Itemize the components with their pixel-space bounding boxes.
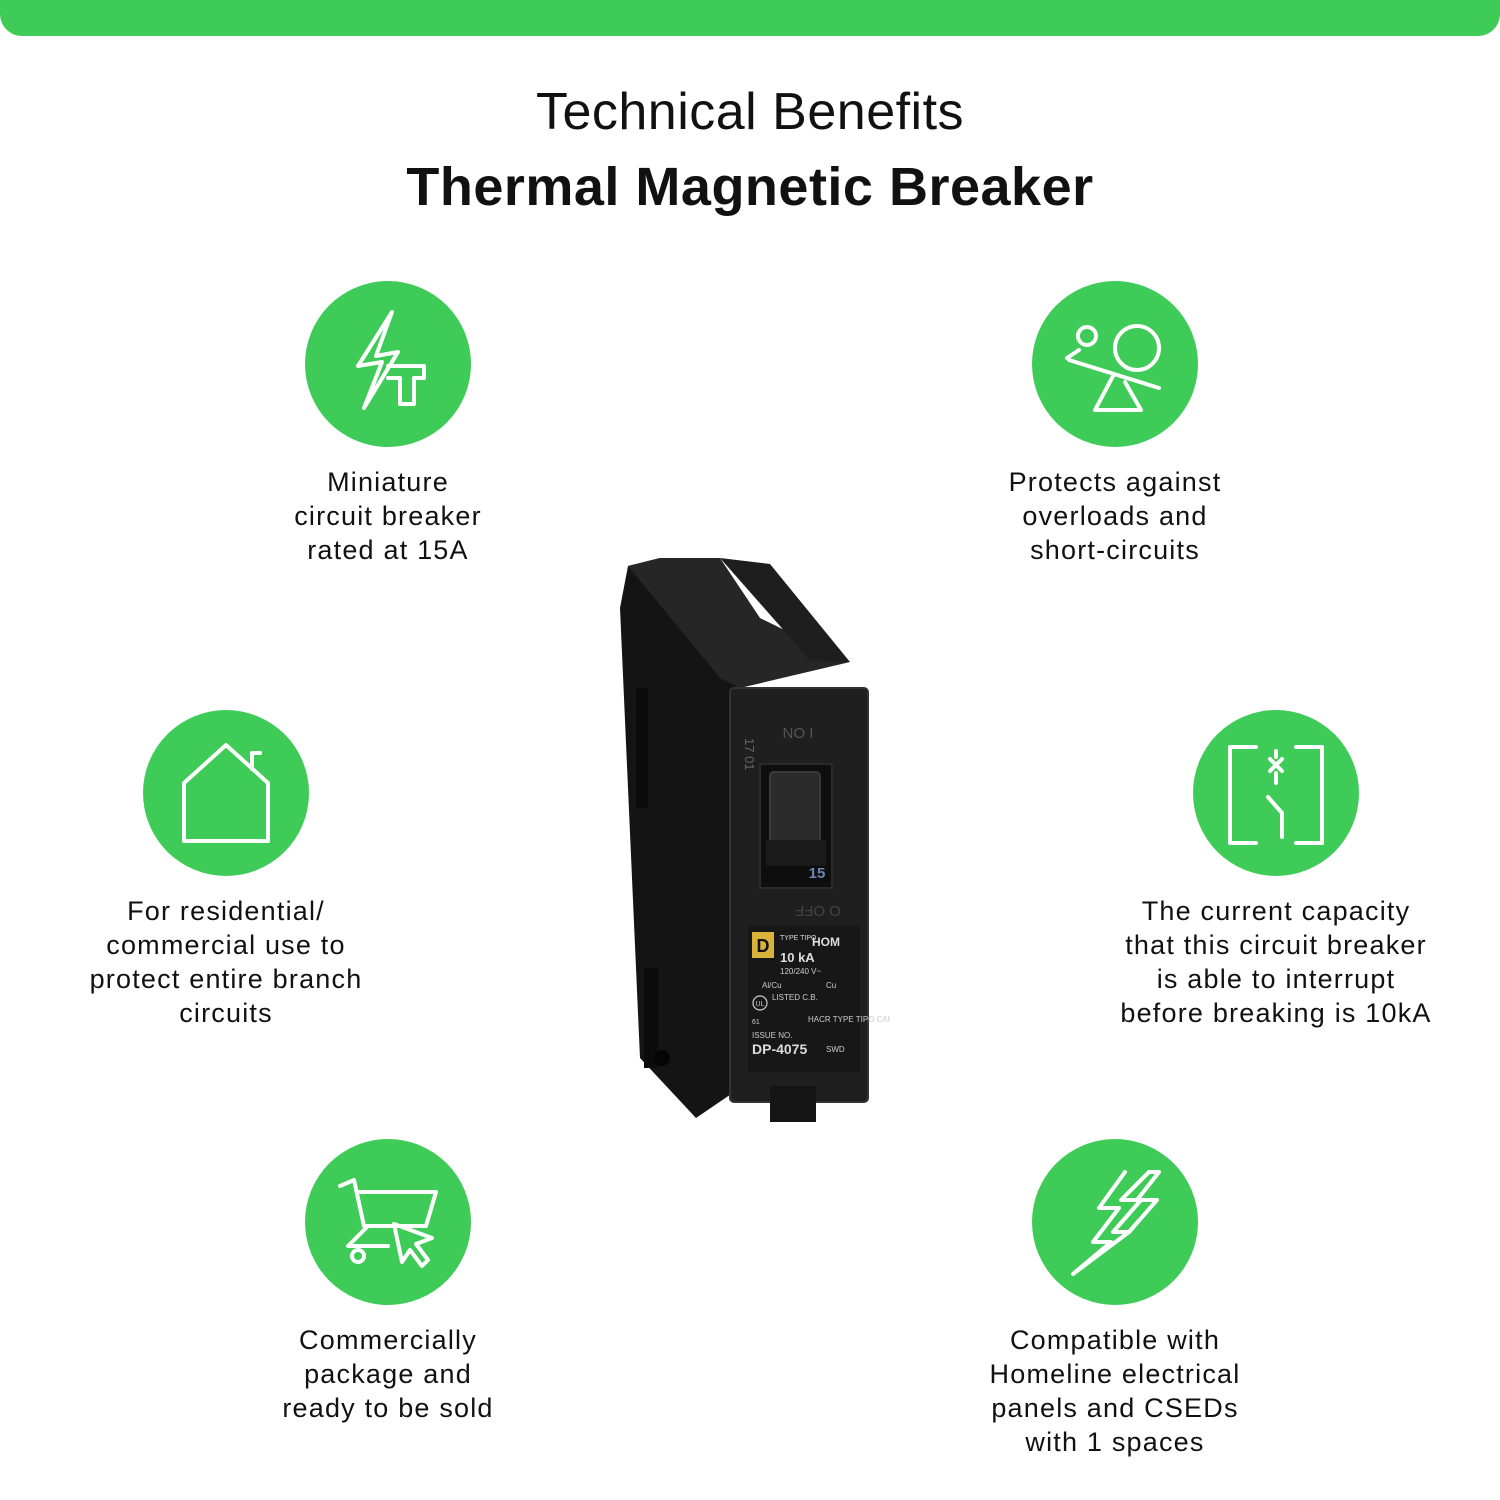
ka-label: 10 kA [780,950,815,965]
page-subtitle: Thermal Magnetic Breaker [406,157,1094,217]
wire-right-label: Cu [826,981,836,990]
feature-label: For residential/ commercial use to prote… [89,896,363,1028]
lightning-tower-icon [356,310,426,410]
feature-commercial-package: Commercially package and ready to be sol… [208,1139,568,1425]
side-groove [644,968,658,1068]
feature-interrupt-capacity: The current capacity that this circuit b… [1096,710,1456,1030]
switch-box-icon [1228,745,1324,845]
side-hole [654,1050,670,1066]
shopping-cart-cursor-icon [338,1178,438,1268]
issue-number: DP-4075 [752,1041,807,1057]
feature-icon-circle [305,281,471,447]
feature-icon-circle [1032,281,1198,447]
side-code: 17 01 [742,738,757,771]
type-label: TYPE TIPO [780,935,817,942]
off-label: O OFF [795,902,841,919]
feature-icon-circle [1193,710,1359,876]
ul-mark-text: UL [756,1001,765,1008]
hacr-label: HACR TYPE TIPO CARR [808,1015,890,1024]
feature-icon-circle [143,710,309,876]
feature-label: The current capacity that this circuit b… [1120,896,1432,1028]
swd-label: SWD [826,1045,845,1054]
double-lightning-icon [1071,1170,1161,1276]
breaker-top-face [628,558,850,688]
circuit-breaker-image: I ON 17 01 15 O OFF D HOM TYPE TIPO 10 k… [620,558,890,1122]
house-icon [182,743,270,843]
on-label: I ON [783,724,814,741]
feature-protection: Protects against overloads and short-cir… [935,281,1295,567]
feature-compatibility: Compatible with Homeline electrical pane… [935,1139,1295,1459]
voltage-label: 120/240 V~ [780,967,821,976]
feature-label: Compatible with Homeline electrical pane… [989,1325,1241,1457]
wire-left-label: Al/Cu [762,981,782,990]
seesaw-balance-icon [1065,324,1161,412]
bottom-clip [770,1086,816,1122]
feature-residential-use: For residential/ commercial use to prote… [46,710,406,1030]
feature-label: Commercially package and ready to be sol… [282,1325,494,1423]
breaker-top-ridge [720,558,850,662]
feature-icon-circle [305,1139,471,1305]
ul-mark [752,995,768,1011]
listed-label: LISTED C.B. [772,993,818,1002]
page-title: Technical Benefits [535,83,965,141]
series-label: HOM [812,935,840,949]
brand-logo-letter: D [757,936,770,956]
issue-label: ISSUE NO. [752,1031,792,1040]
breaker-handle-base [766,840,826,866]
top-accent-bar [0,0,1500,36]
issue-num: 61 [752,1019,760,1026]
feature-label: Protects against overloads and short-cir… [1008,467,1222,565]
amp-rating: 15 [809,865,826,882]
feature-icon-circle [1032,1139,1198,1305]
feature-label: Miniature circuit breaker rated at 15A [294,467,482,565]
brand-logo [752,932,774,958]
side-groove [636,688,648,808]
breaker-handle [769,771,821,845]
feature-miniature-breaker: Miniature circuit breaker rated at 15A [208,281,568,567]
